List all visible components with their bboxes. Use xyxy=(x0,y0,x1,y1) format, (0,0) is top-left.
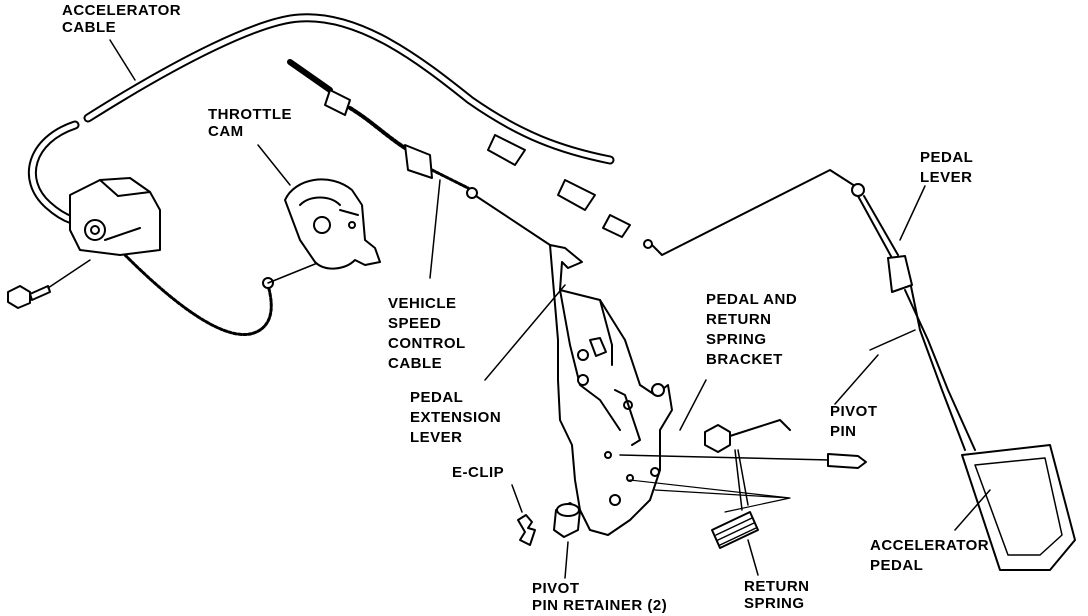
label-throttle-cam-line1: THROTTLE xyxy=(208,106,292,123)
label-pel-line1: PEDAL xyxy=(410,389,464,406)
label-pivot-pin: PIVOT PIN xyxy=(830,402,878,442)
label-prsb-line1: PEDAL AND xyxy=(706,291,798,308)
pedal-lever xyxy=(851,183,976,451)
label-accelerator-pedal-line1: ACCELERATOR xyxy=(870,537,990,554)
label-prsb-line2: RETURN xyxy=(706,311,772,328)
leader-lines xyxy=(109,39,991,579)
label-vscc-line2: SPEED xyxy=(388,315,442,332)
label-throttle-cam: THROTTLE CAM xyxy=(208,106,292,140)
label-pivot-pin-line1: PIVOT xyxy=(830,403,878,420)
label-pel-line3: LEVER xyxy=(410,429,463,446)
label-vehicle-speed-control-cable: VEHICLE SPEED CONTROL CABLE xyxy=(388,294,466,374)
pivot-pin-retainer xyxy=(553,502,581,538)
label-pedal-lever: PEDAL LEVER xyxy=(920,148,973,188)
label-throttle-cam-line2: CAM xyxy=(208,123,244,140)
mounting-bolt xyxy=(7,259,91,309)
label-pedal-lever-line2: LEVER xyxy=(920,169,973,186)
pivot-pin-hardware xyxy=(619,419,867,469)
pedal-bracket-assembly xyxy=(549,244,673,536)
throttle-bracket xyxy=(69,177,161,256)
accelerator-cable xyxy=(28,13,859,256)
label-pivot-pin-line2: PIN xyxy=(830,423,857,440)
label-e-clip: E-CLIP xyxy=(452,464,504,481)
label-accelerator-pedal: ACCELERATOR PEDAL xyxy=(870,536,989,576)
label-pel-line2: EXTENSION xyxy=(410,409,502,426)
label-ppr-line2: PIN RETAINER (2) xyxy=(532,597,668,614)
label-pedal-lever-line1: PEDAL xyxy=(920,149,974,166)
label-accelerator-cable: ACCELERATOR CABLE xyxy=(62,2,181,36)
label-return-spring-line2: SPRING xyxy=(744,595,805,612)
label-prsb-line4: BRACKET xyxy=(706,351,783,368)
label-accelerator-pedal-line2: PEDAL xyxy=(870,557,924,574)
return-spring xyxy=(711,449,759,549)
label-return-spring-line1: RETURN xyxy=(744,578,810,595)
label-e-clip-line1: E-CLIP xyxy=(452,464,505,481)
label-vscc-line1: VEHICLE xyxy=(388,295,457,312)
label-pedal-and-return-spring-bracket: PEDAL AND RETURN SPRING BRACKET xyxy=(706,290,797,370)
label-ppr-line1: PIVOT xyxy=(532,580,580,597)
label-vscc-line4: CABLE xyxy=(388,355,443,372)
accelerator-pedal xyxy=(961,444,1076,571)
speed-control-cable xyxy=(123,59,551,337)
e-clip xyxy=(517,514,536,546)
label-pivot-pin-retainer: PIVOT PIN RETAINER (2) xyxy=(532,580,667,614)
label-return-spring: RETURN SPRING xyxy=(744,578,810,612)
label-accelerator-cable-line2: CABLE xyxy=(62,19,117,36)
label-vscc-line3: CONTROL xyxy=(388,335,466,352)
label-pedal-extension-lever: PEDAL EXTENSION LEVER xyxy=(410,388,501,448)
label-accelerator-cable-line1: ACCELERATOR xyxy=(62,2,182,19)
throttle-cam xyxy=(284,178,381,270)
label-prsb-line3: SPRING xyxy=(706,331,767,348)
